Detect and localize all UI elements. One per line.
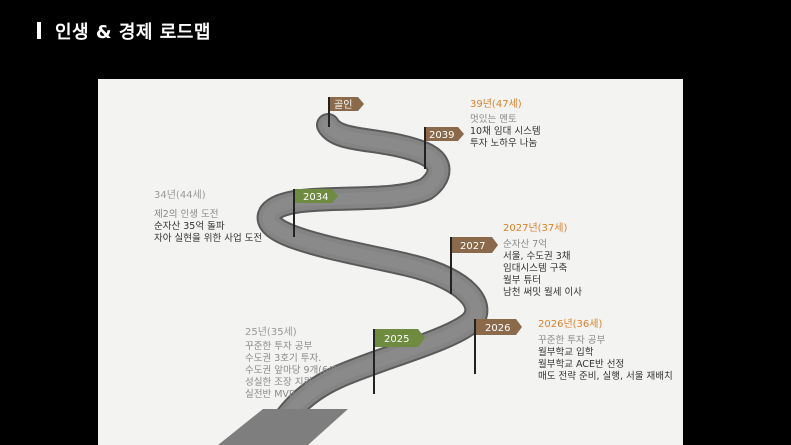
milestone-2027-line: 월부 튜터 <box>503 275 541 286</box>
milestone-2025-line: 성실한 조장 지원 <box>245 377 313 388</box>
milestone-2025-line: 실전반 MVP <box>245 389 295 400</box>
milestone-2026-heading: 2026년(36세) <box>538 319 603 330</box>
title-accent-bar <box>37 22 41 39</box>
milestone-2027-line: 서울, 수도권 3채 <box>503 251 571 262</box>
flag-2025-label: 2025 <box>384 334 409 345</box>
milestone-2034-line: 제2의 인생 도전 <box>154 209 219 220</box>
milestone-2025-line: 수도권 앞마당 9개(6/9) <box>245 365 341 376</box>
roadmap-slide: 골인 2039 2034 2027 2026 20 <box>98 79 683 445</box>
flag-2039: 2039 <box>424 127 464 169</box>
milestone-2034-line: 자아 실현을 위한 사업 도전 <box>154 233 263 244</box>
milestone-2025-line: 꾸준한 투자 공부 <box>245 341 313 352</box>
milestone-2027-line: 임대시스템 구축 <box>503 263 568 274</box>
flag-2026-label: 2026 <box>485 323 510 334</box>
milestone-2039-heading: 39년(47세) <box>470 99 522 110</box>
milestone-2025-line: 수도권 3호기 투자. <box>245 353 322 364</box>
flag-2034-label: 2034 <box>303 192 328 203</box>
milestone-2039-line: 투자 노하우 나눔 <box>470 138 538 149</box>
milestone-2027-heading: 2027년(37세) <box>503 223 568 234</box>
page-title: 인생 & 경제 로드맵 <box>55 22 211 43</box>
milestone-2027-line: 남천 써밋 월세 이사 <box>503 287 582 298</box>
milestone-2026-line: 월부학교 ACE반 선정 <box>538 359 625 370</box>
flag-goal-label: 골인 <box>334 99 352 111</box>
flag-2026: 2026 <box>474 319 522 374</box>
milestone-2034-line: 순자산 35억 돌파 <box>154 221 225 232</box>
milestone-2039-line: 멋있는 멘토 <box>470 114 517 125</box>
road-illustration: 골인 2039 2034 2027 2026 20 <box>218 97 522 445</box>
flag-2025: 2025 <box>373 329 425 394</box>
flag-2027: 2027 <box>450 237 498 294</box>
milestone-2027-line: 순자산 7억 <box>503 239 548 250</box>
flag-goal: 골인 <box>328 97 364 127</box>
milestone-2034-heading: 34년(44세) <box>154 190 206 201</box>
flag-2034: 2034 <box>293 189 338 237</box>
milestone-2026-line: 매도 전략 준비, 실행, 서울 재배치 <box>538 371 673 382</box>
flag-2039-label: 2039 <box>429 130 454 141</box>
milestone-2025-heading: 25년(35세) <box>245 327 297 338</box>
milestone-2026-line: 꾸준한 투자 공부 <box>538 335 606 346</box>
milestone-2039-line: 10채 임대 시스템 <box>470 126 541 137</box>
flag-2027-label: 2027 <box>460 241 485 252</box>
milestone-2026-line: 월부학교 입학 <box>538 347 594 358</box>
